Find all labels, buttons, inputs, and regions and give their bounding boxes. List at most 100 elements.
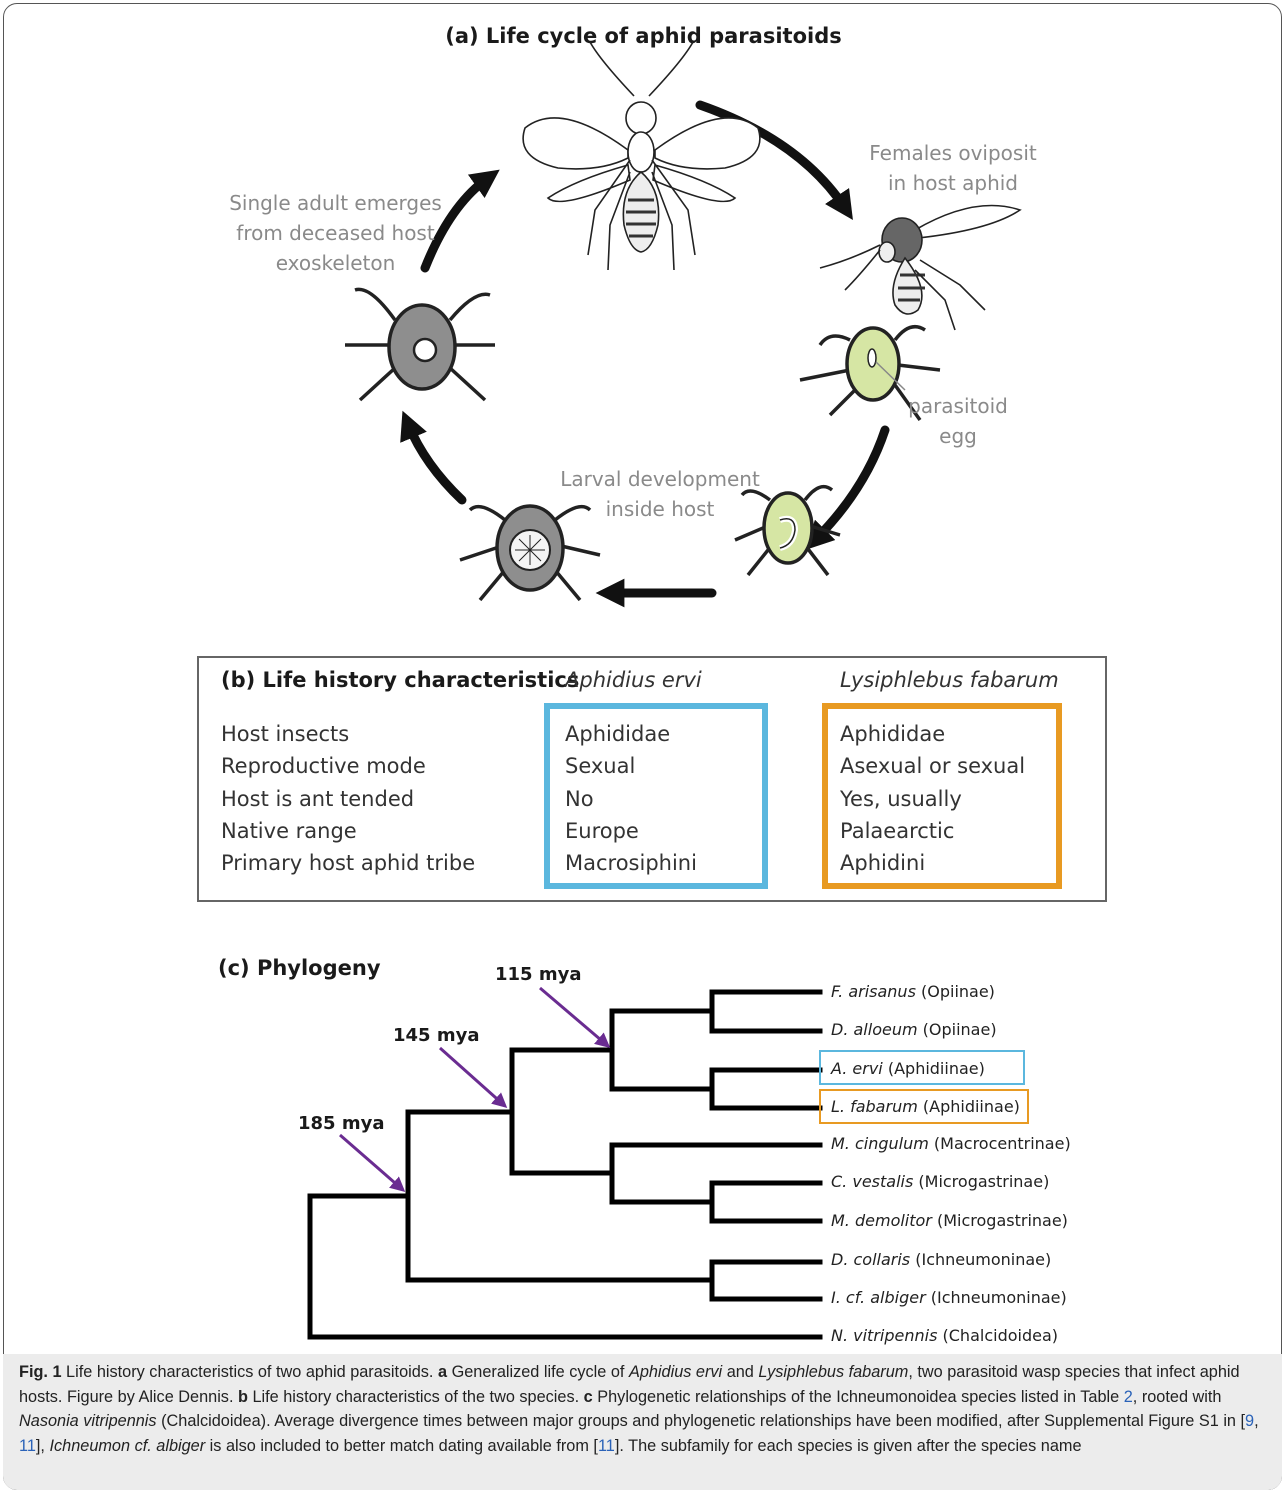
- life-history-table: (b) Life history characteristics Aphidiu…: [197, 656, 1107, 902]
- l-fabarum-value: Aphidini: [840, 851, 926, 876]
- a-ervi-value: Sexual: [565, 754, 636, 779]
- taxon-label: M. demolitor (Microgastrinae): [831, 1211, 1068, 1230]
- l-fabarum-value: Asexual or sexual: [840, 754, 1026, 779]
- reference-9-link[interactable]: 9: [1245, 1412, 1255, 1430]
- a-ervi-value: Macrosiphini: [565, 851, 697, 876]
- taxon-species: F. arisanus: [831, 982, 916, 1001]
- trait-label: Primary host aphid tribe: [221, 851, 476, 876]
- arrow-to-emerge: [400, 410, 467, 505]
- caption-text: Life history characteristics of the two …: [247, 1387, 584, 1406]
- taxon-group: (Microgastrinae): [918, 1172, 1050, 1191]
- species-header-l-fabarum: Lysiphlebus fabarum: [840, 668, 1059, 692]
- taxon-label: M. cingulum (Macrocentrinae): [831, 1134, 1071, 1153]
- taxon-label: A. ervi (Aphidiinae): [831, 1059, 985, 1078]
- aphid-with-egg-drawing: [799, 324, 941, 422]
- taxon-group: (Microgastrinae): [936, 1211, 1068, 1230]
- taxon-species: L. fabarum: [831, 1097, 918, 1116]
- species-header-a-ervi: Aphidius ervi: [565, 668, 702, 692]
- taxon-group: (Opiinae): [922, 1020, 997, 1039]
- divergence-label-185: 185 mya: [298, 1113, 385, 1134]
- caption-species: Nasonia vitripennis: [19, 1412, 157, 1430]
- l-fabarum-value: Yes, usually: [840, 786, 962, 811]
- egg-label: parasitoid egg: [908, 394, 1008, 448]
- caption-text: is also included to better match dating …: [205, 1436, 598, 1455]
- caption-species: Lysiphlebus fabarum: [758, 1363, 909, 1381]
- caption-panel-c-ref: c: [583, 1387, 593, 1406]
- caption-text: and: [722, 1363, 759, 1381]
- l-fabarum-highlight-box: [822, 703, 1062, 889]
- arrow-to-oviposit: [695, 100, 853, 221]
- larval-label: Larval development inside host: [555, 464, 765, 524]
- caption-text: ,: [1254, 1412, 1259, 1430]
- taxon-group: (Aphidiinae): [887, 1059, 985, 1078]
- ovipositing-wasp-drawing: [819, 204, 1022, 331]
- taxon-group: (Ichneumoninae): [915, 1250, 1052, 1269]
- panel-c-title: (c) Phylogeny: [218, 956, 381, 980]
- trait-label: Reproductive mode: [221, 754, 426, 779]
- taxon-species: N. vitripennis: [831, 1326, 938, 1345]
- a-ervi-taxon-box: [819, 1050, 1025, 1085]
- caption-species: Ichneumon cf. albiger: [49, 1436, 206, 1455]
- caption-text: Generalized life cycle of: [447, 1363, 629, 1381]
- mummy-aphid-drawing: [459, 504, 601, 602]
- taxon-species: A. ervi: [831, 1059, 883, 1078]
- taxon-species: D. alloeum: [831, 1020, 918, 1039]
- caption-fig-label: Fig. 1: [19, 1363, 62, 1381]
- arrow-to-adult: [420, 169, 500, 273]
- taxon-group: (Aphidiinae): [922, 1097, 1020, 1116]
- a-ervi-value: No: [565, 786, 594, 811]
- caption-panel-a-ref: a: [437, 1363, 448, 1381]
- l-fabarum-taxon-box: [819, 1089, 1029, 1124]
- phylogeny-tree: [307, 989, 823, 1340]
- a-ervi-value: Europe: [565, 818, 639, 843]
- trait-labels: Host insects Reproductive mode Host is a…: [221, 718, 475, 879]
- oviposit-label-line2: in host aphid: [888, 171, 1018, 195]
- caption-text: ]. The subfamily for each species is giv…: [614, 1436, 1082, 1455]
- divergence-label-115: 115 mya: [495, 964, 582, 985]
- taxon-label: C. vestalis (Microgastrinae): [831, 1172, 1049, 1191]
- taxon-species: M. demolitor: [831, 1211, 932, 1230]
- larval-label-line2: inside host: [605, 497, 715, 521]
- caption-text: , two parasitoid wasp species that infec…: [19, 1363, 1240, 1406]
- divergence-arrows: [339, 986, 611, 1192]
- emerge-label-line1: Single adult emerges: [229, 191, 442, 215]
- taxon-label: D. alloeum (Opiinae): [831, 1020, 997, 1039]
- emerge-label-line3: exoskeleton: [275, 251, 396, 275]
- taxon-label: I. cf. albiger (Ichneumoninae): [831, 1288, 1067, 1307]
- arrow-to-larva: [804, 425, 890, 551]
- caption-panel-b-ref: b: [238, 1387, 248, 1406]
- divergence-label-145: 145 mya: [393, 1025, 480, 1046]
- caption-text: Life history characteristics of two aphi…: [61, 1363, 438, 1381]
- taxon-species: I. cf. albiger: [831, 1288, 926, 1307]
- a-ervi-highlight-box: [544, 703, 768, 889]
- a-ervi-values: Aphididae Sexual No Europe Macrosiphini: [565, 718, 697, 879]
- l-fabarum-value: Palaearctic: [840, 818, 955, 843]
- caption-text: (Chalcidoidea). Average divergence times…: [156, 1412, 1246, 1430]
- reference-11-link[interactable]: 11: [19, 1436, 36, 1455]
- taxon-label: N. vitripennis (Chalcidoidea): [831, 1326, 1058, 1345]
- adult-wasp-drawing: [522, 41, 761, 271]
- reference-11-link[interactable]: 11: [597, 1436, 615, 1455]
- aphid-with-larva-drawing: [734, 484, 841, 577]
- taxon-species: C. vestalis: [831, 1172, 914, 1191]
- life-cycle-illustration: [307, 41, 1022, 1340]
- panel-b-title: (b) Life history characteristics: [221, 668, 580, 692]
- l-fabarum-values: Aphididae Asexual or sexual Yes, usually…: [840, 718, 1025, 879]
- trait-label: Host insects: [221, 722, 350, 746]
- larval-label-line1: Larval development: [560, 467, 760, 491]
- taxon-label: F. arisanus (Opiinae): [831, 982, 995, 1001]
- table-2-link[interactable]: 2: [1123, 1387, 1133, 1406]
- figure-caption: Fig. 1 Life history characteristics of t…: [19, 1360, 1269, 1458]
- emerge-label-line2: from deceased host: [236, 221, 435, 245]
- caption-text: , rooted with: [1132, 1387, 1222, 1406]
- oviposit-label: Females oviposit in host aphid: [858, 138, 1048, 198]
- taxon-group: (Ichneumoninae): [930, 1288, 1067, 1307]
- taxon-group: (Macrocentrinae): [933, 1134, 1071, 1153]
- l-fabarum-value: Aphididae: [840, 722, 946, 746]
- cycle-arrows: [400, 100, 890, 608]
- caption-text: Phylogenetic relationships of the Ichneu…: [592, 1387, 1124, 1406]
- caption-background: [3, 1354, 1282, 1490]
- caption-text: ],: [35, 1436, 50, 1455]
- panel-a-title: (a) Life cycle of aphid parasitoids: [445, 24, 842, 48]
- a-ervi-value: Aphididae: [565, 722, 671, 746]
